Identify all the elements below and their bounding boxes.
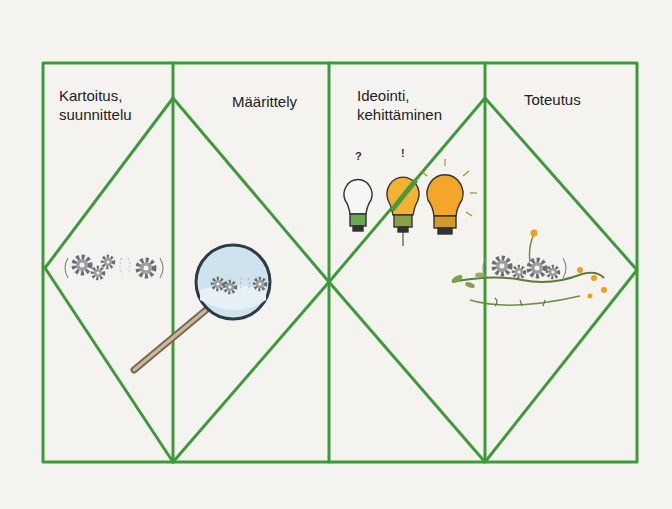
phase-heading: Ideointi, kehittäminen xyxy=(357,86,457,124)
exclamation-mark: ! xyxy=(401,147,405,159)
phase-column: Ideointi, kehittäminen xyxy=(330,64,484,461)
phase-heading: Toteutus xyxy=(524,90,614,109)
phase-column: Kartoitus, suunnittelu xyxy=(44,64,172,461)
phase-column: Toteutus xyxy=(486,64,636,461)
phase-column: Määrittely xyxy=(174,64,328,461)
question-mark: ? xyxy=(355,150,362,162)
phase-heading: Määrittely xyxy=(232,92,322,111)
phase-heading: Kartoitus, suunnittelu xyxy=(59,86,149,124)
